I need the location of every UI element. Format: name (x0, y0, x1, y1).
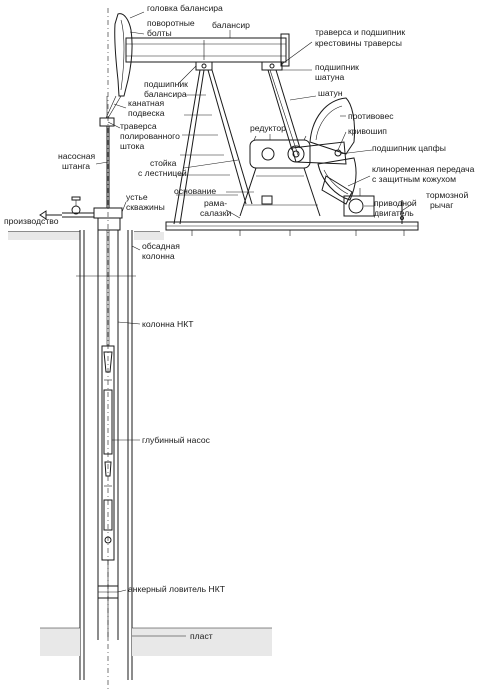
label-production: производство (4, 216, 59, 226)
label-bridle-1: канатная (128, 98, 165, 108)
gear-reducer (249, 135, 311, 169)
counterweight (309, 97, 357, 201)
label-prime-mover-1: приводной (374, 198, 417, 208)
formation (40, 627, 272, 656)
labels: головка балансира поворотные болты балан… (4, 3, 475, 641)
label-wellhead-2: скважины (126, 202, 165, 212)
label-formation: пласт (190, 631, 213, 641)
label-carrier-bar-1: траверса (120, 121, 157, 131)
label-carrier-bar-2: полированного (120, 131, 180, 141)
label-saddle-bearing-2: балансира (144, 89, 187, 99)
equalizer-bearing (261, 61, 283, 71)
label-skid-2: салазки (200, 208, 231, 218)
sucker-rod-string (106, 230, 110, 640)
leader-lines (95, 11, 413, 637)
prime-mover (321, 175, 375, 217)
label-gear-reducer: редуктор (250, 123, 286, 133)
pumping-unit (99, 13, 419, 236)
label-equalizer-1: траверса и подшипник (315, 27, 405, 37)
label-samson-post-1: стойка (150, 158, 177, 168)
label-sucker-rod-1: насосная (58, 151, 96, 161)
label-casing-1: обсадная (142, 241, 180, 251)
label-skid-1: рама- (204, 198, 227, 208)
bridle-and-polished-rod (99, 95, 122, 208)
label-brake-lever-1: тормозной (426, 190, 468, 200)
label-samson-post-2: с лестницей (138, 168, 187, 178)
label-crank: кривошип (348, 126, 387, 136)
skid (165, 221, 419, 236)
wellhead (39, 196, 123, 231)
label-pitman-bearing-1: подшипник (315, 62, 359, 72)
brake-lever (400, 200, 404, 224)
label-saddle-bearing-1: подшипник (144, 79, 188, 89)
label-belt-drive-1: клиноременная передача (372, 164, 475, 174)
label-brake-lever-2: рычаг (430, 200, 453, 210)
samson-post (173, 69, 253, 225)
tubing (97, 230, 119, 640)
label-base: основание (174, 186, 216, 196)
label-crank-pin-bearing: подшипник цапфы (372, 143, 446, 153)
label-swivel-bolts-1: поворотные (147, 18, 195, 28)
label-wellhead-1: устье (126, 192, 148, 202)
label-swivel-bolts-2: болты (147, 28, 172, 38)
label-counterweight: противовес (348, 111, 394, 121)
label-anchor: анкерный ловитель НКТ (128, 584, 226, 594)
ground-surface (8, 231, 164, 240)
label-pump: глубинный насос (142, 435, 211, 445)
label-sucker-rod-2: штанга (62, 161, 90, 171)
label-beam: балансир (212, 20, 250, 30)
label-carrier-bar-3: штока (120, 141, 144, 151)
label-equalizer-2: крестовины траверсы (315, 38, 402, 48)
pitman-arm (267, 69, 301, 156)
walking-beam (125, 33, 290, 67)
horsehead (114, 13, 133, 97)
label-casing-2: колонна (142, 251, 175, 261)
saddle-bearing (195, 61, 213, 71)
label-prime-mover-2: двигатель (374, 208, 414, 218)
label-tubing: колонна НКТ (142, 319, 194, 329)
label-belt-drive-2: с защитным кожухом (372, 174, 456, 184)
casing (76, 230, 136, 680)
label-pitman: шатун (318, 88, 343, 98)
label-horsehead: головка балансира (147, 3, 223, 13)
label-bridle-2: подвеска (128, 108, 165, 118)
label-pitman-bearing-2: шатуна (315, 72, 345, 82)
